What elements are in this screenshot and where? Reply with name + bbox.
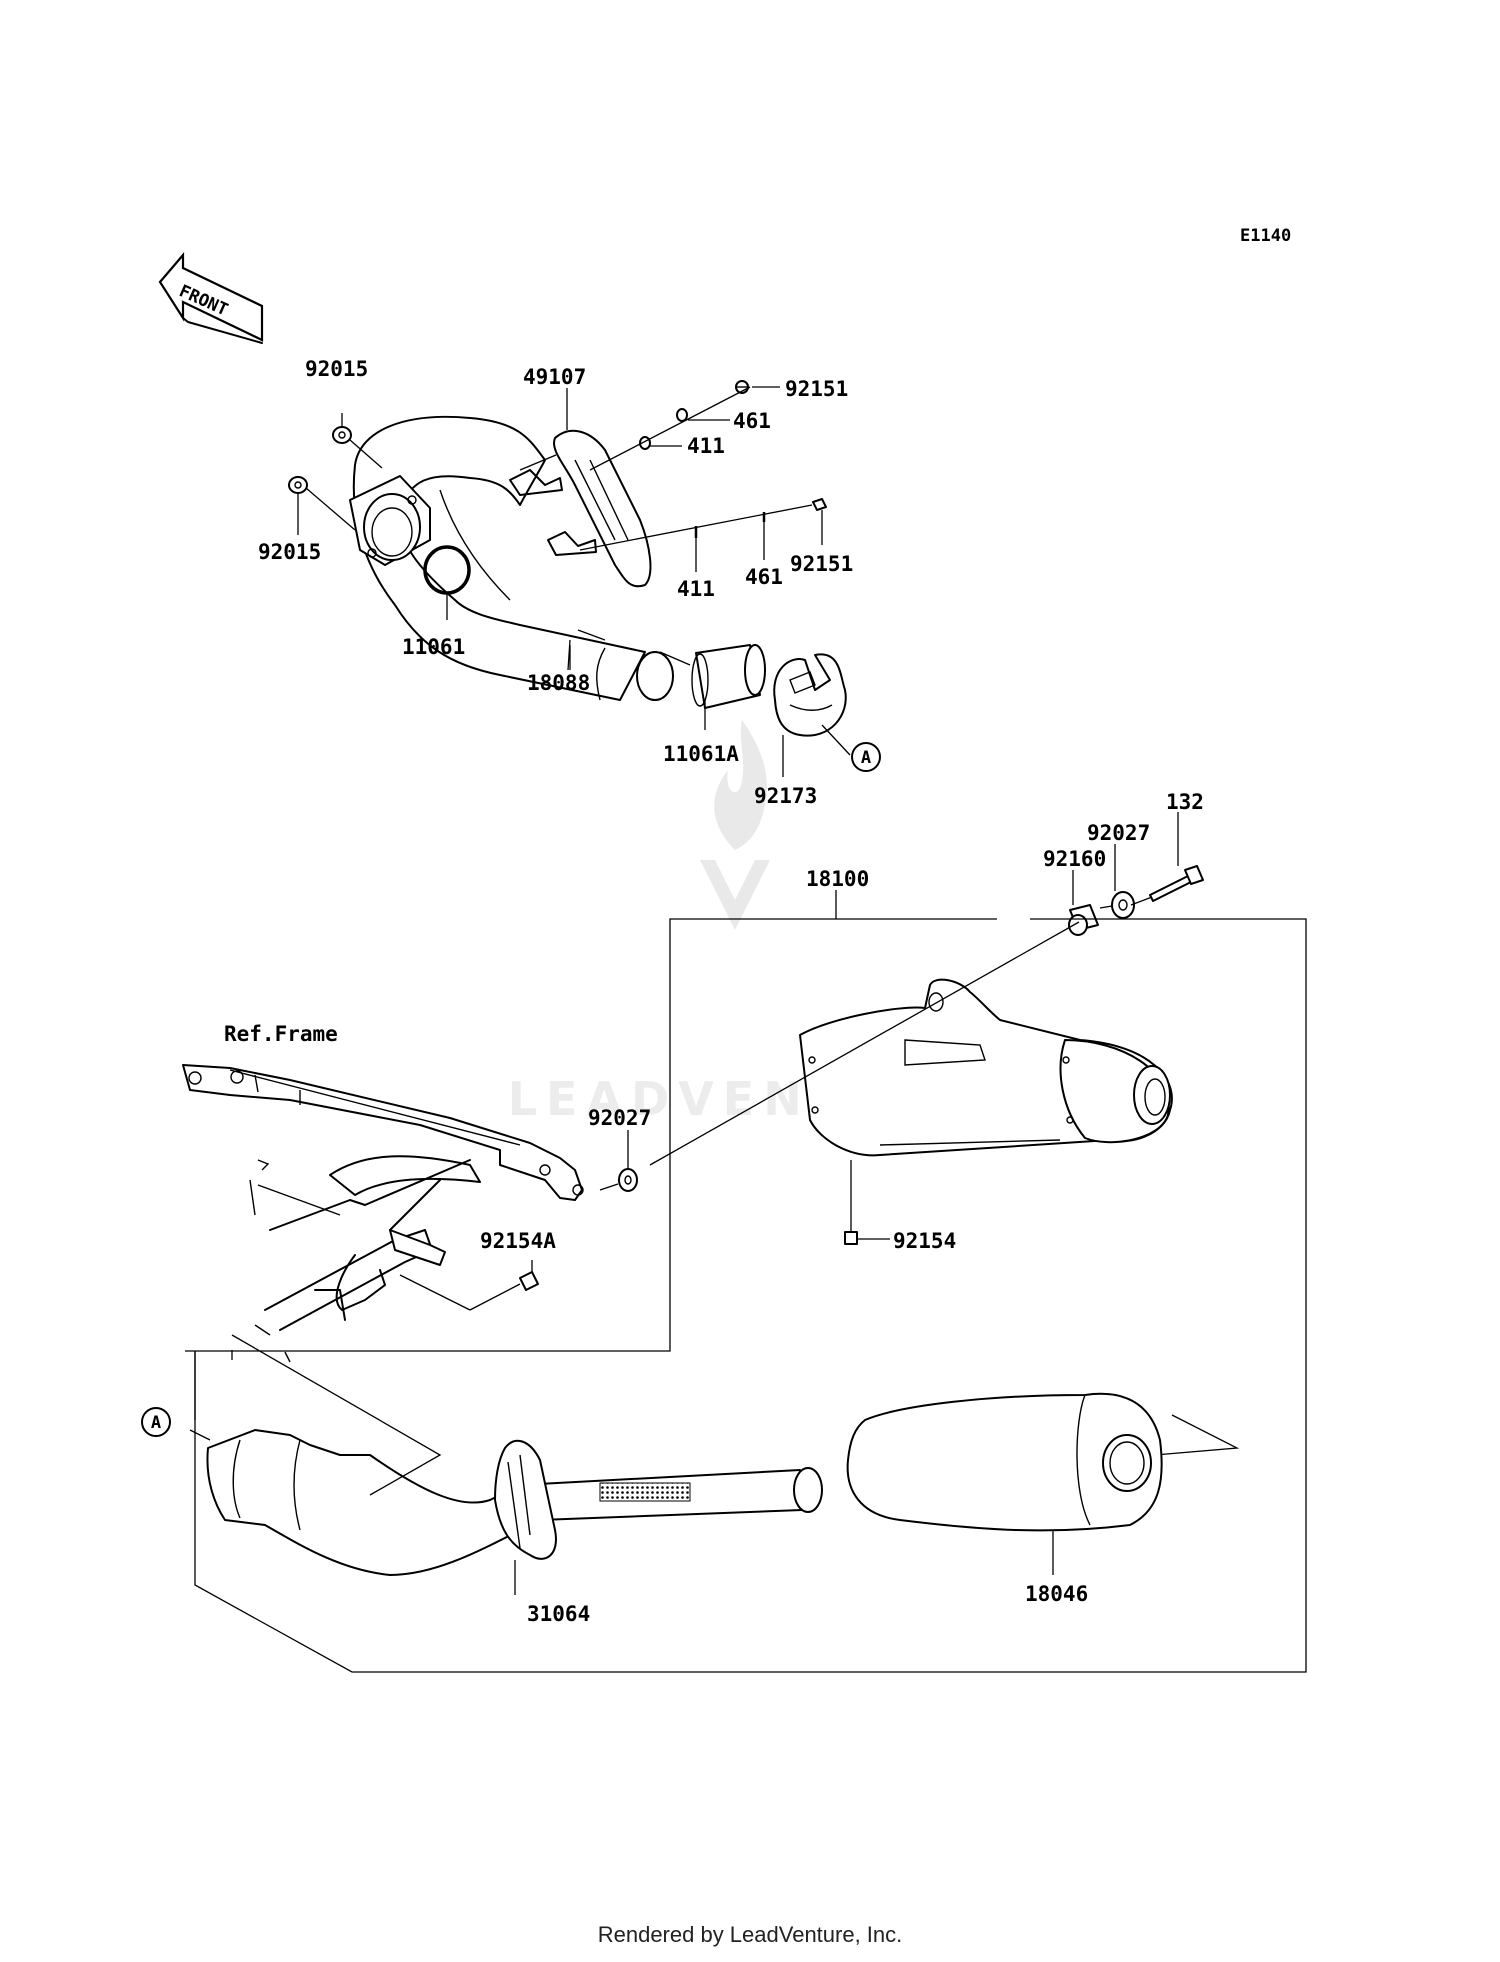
label-411-bottom: 411: [677, 577, 715, 601]
label-92015-top: 92015: [305, 357, 368, 381]
footer-credit: Rendered by LeadVenture, Inc.: [597, 1922, 903, 1947]
reference-circle-a-top: A: [851, 742, 881, 772]
collar-92027-mid: [599, 1130, 638, 1192]
ref-frame-label: Ref.Frame: [224, 1022, 338, 1046]
silencer-18046: [846, 1392, 1163, 1532]
diagram-code: E1140: [1240, 226, 1291, 246]
label-411-top: 411: [687, 434, 725, 458]
label-92154A: 92154A: [480, 1229, 556, 1253]
clamp-92173: [773, 653, 847, 737]
reference-circle-a-bottom: A: [141, 1407, 171, 1437]
label-31064: 31064: [527, 1602, 590, 1626]
bolt-92151-bottom: [812, 498, 827, 511]
nut-92015-bottom: [288, 476, 308, 494]
svg-text:A: A: [861, 748, 871, 768]
muffler-assembly-18100: [799, 978, 1173, 1157]
exhaust-flange: [349, 475, 431, 566]
bolt-92154A: [399, 1260, 539, 1311]
label-18088: 18088: [527, 671, 590, 695]
label-92027-mid: 92027: [588, 1106, 651, 1130]
bolt-92154: [844, 1160, 890, 1245]
label-132: 132: [1166, 790, 1204, 814]
label-92151-top: 92151: [785, 377, 848, 401]
front-direction-arrow: FRONT: [158, 252, 264, 344]
heat-guard-49107: [509, 429, 652, 588]
label-18046: 18046: [1025, 1582, 1088, 1606]
gasket-11061: [423, 545, 471, 595]
label-92027-top: 92027: [1087, 821, 1150, 845]
muffler-pipe-31064: [206, 1429, 823, 1576]
label-49107: 49107: [523, 365, 586, 389]
label-92173: 92173: [754, 784, 817, 808]
label-11061A: 11061A: [663, 742, 739, 766]
grommet-92160: [1068, 904, 1099, 936]
label-11061: 11061: [402, 635, 465, 659]
label-461-top: 461: [733, 409, 771, 433]
label-92015-bottom: 92015: [258, 540, 321, 564]
nut-92015-top: [332, 426, 352, 444]
svg-text:A: A: [151, 1413, 161, 1433]
gasket-sleeve-11061A: [691, 644, 766, 709]
collar-92027-top: [1111, 891, 1135, 919]
washer-461-top: [676, 408, 688, 422]
label-18100: 18100: [806, 867, 869, 891]
leader-lines-top: [297, 386, 851, 777]
bolt-132: [1149, 865, 1204, 902]
label-92154: 92154: [893, 1229, 956, 1253]
leadventure-watermark-logo: [700, 720, 770, 930]
frame-reference: [182, 1064, 584, 1363]
label-92151-bottom: 92151: [790, 552, 853, 576]
label-92160: 92160: [1043, 847, 1106, 871]
assembly-outline-18100: [185, 812, 1307, 1673]
label-461-bottom: 461: [745, 565, 783, 589]
